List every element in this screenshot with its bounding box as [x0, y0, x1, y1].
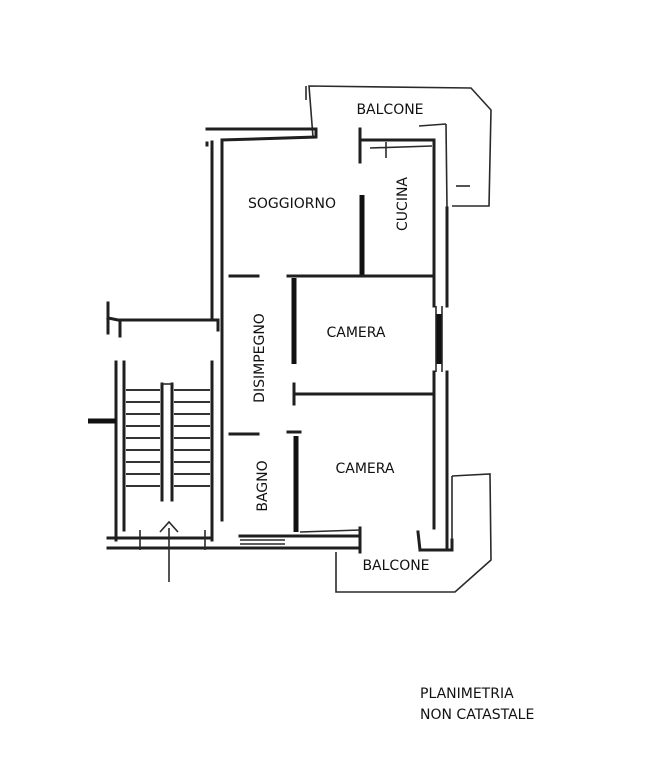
- room-label-disimpegno: DISIMPEGNO: [252, 313, 268, 403]
- room-label-cucina: CUCINA: [395, 177, 411, 231]
- plan-note-line-1: PLANIMETRIA: [420, 686, 514, 702]
- room-label-balcone-top: BALCONE: [356, 102, 423, 118]
- entrance-arrow-icon: [159, 520, 179, 582]
- room-label-soggiorno: SOGGIORNO: [248, 196, 336, 212]
- staircase: [126, 382, 210, 550]
- room-label-camera-1: CAMERA: [326, 325, 385, 341]
- room-label-balcone-bottom: BALCONE: [362, 558, 429, 574]
- balcony-top-outline: [305, 85, 492, 209]
- plan-note: PLANIMETRIA NON CATASTALE: [420, 684, 534, 726]
- room-label-camera-2: CAMERA: [335, 461, 394, 477]
- plan-note-line-2: NON CATASTALE: [420, 707, 535, 723]
- room-label-bagno: BAGNO: [255, 460, 271, 511]
- interior-walls: [228, 195, 436, 533]
- balcony-bottom-outline: [335, 473, 492, 593]
- outer-walls: [88, 127, 454, 554]
